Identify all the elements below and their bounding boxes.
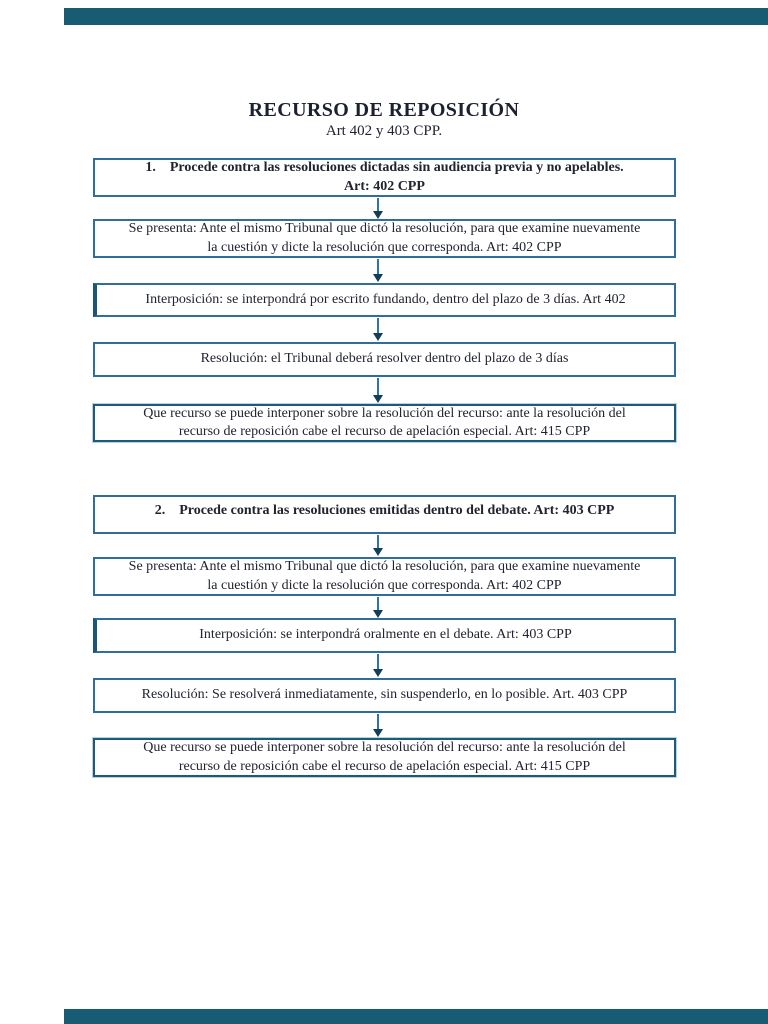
down-arrow-icon bbox=[373, 714, 383, 737]
down-arrow-icon bbox=[373, 259, 383, 282]
flowchart2-box-recurso-apelacion: Que recurso se puede interponer sobre la… bbox=[93, 738, 676, 777]
page-subtitle: Art 402 y 403 CPP. bbox=[325, 123, 443, 139]
down-arrow-icon bbox=[373, 597, 383, 618]
down-arrow-icon bbox=[373, 378, 383, 403]
flowchart2-box-interposicion: Interposición: se interpondrá oralmente … bbox=[93, 618, 676, 653]
flowchart2-box-procede: 2. Procede contra las resoluciones emiti… bbox=[93, 495, 676, 534]
down-arrow-icon bbox=[373, 535, 383, 556]
flowchart1-box-recurso-apelacion: Que recurso se puede interponer sobre la… bbox=[93, 404, 676, 442]
flowchart1-box-interposicion: Interposición: se interpondrá por escrit… bbox=[93, 283, 676, 317]
down-arrow-icon bbox=[373, 198, 383, 219]
down-arrow-icon bbox=[373, 318, 383, 341]
down-arrow-icon bbox=[373, 654, 383, 677]
page-title: RECURSO DE REPOSICIÓN bbox=[248, 99, 520, 121]
viewer-top-band bbox=[64, 8, 768, 25]
flowchart1-box-se-presenta: Se presenta: Ante el mismo Tribunal que … bbox=[93, 219, 676, 258]
viewer-bottom-band bbox=[64, 1009, 768, 1024]
flowchart2-box-resolucion: Resolución: Se resolverá inmediatamente,… bbox=[93, 678, 676, 713]
flowchart1-box-resolucion: Resolución: el Tribunal deberá resolver … bbox=[93, 342, 676, 377]
flowchart1-box-procede: 1. Procede contra las resoluciones dicta… bbox=[93, 158, 676, 197]
flowchart2-box-se-presenta: Se presenta: Ante el mismo Tribunal que … bbox=[93, 557, 676, 596]
